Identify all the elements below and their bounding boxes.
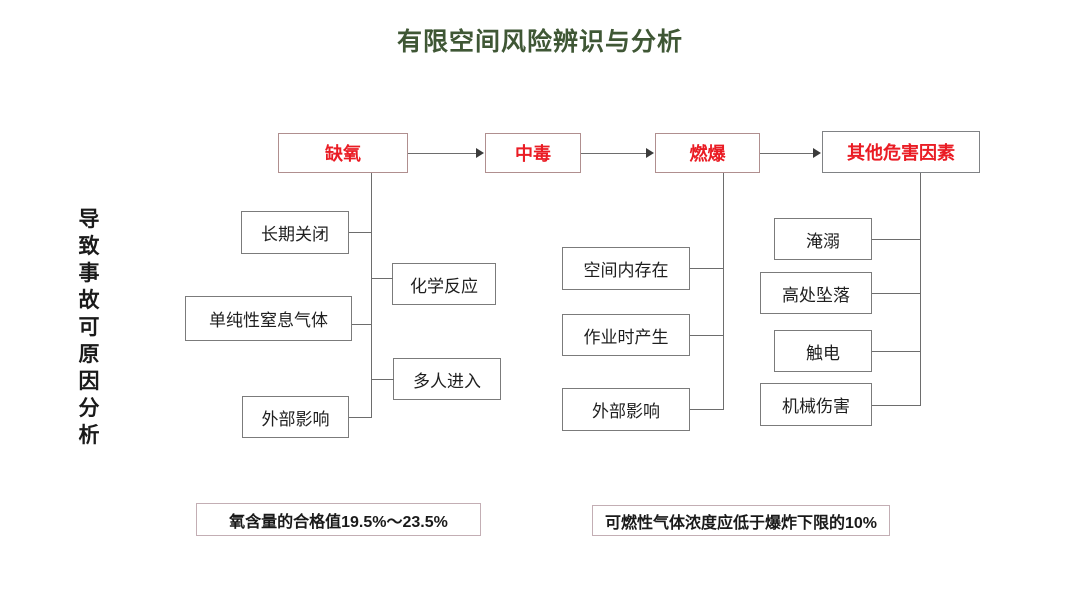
hazard-box-label: 燃爆 <box>689 144 726 164</box>
cause-box-label: 机械伤害 <box>782 397 850 416</box>
hazard-box-poisoning[interactable]: 中毒 <box>485 133 581 173</box>
side-label-char-4: 可 <box>78 316 100 339</box>
arrow-head-explosion-to-other <box>813 148 821 158</box>
cause-box-label: 高处坠落 <box>782 285 850 305</box>
hazard-box-other-hazards[interactable]: 其他危害因素 <box>822 131 980 173</box>
side-label-char-5: 原 <box>78 343 100 366</box>
side-label-char-0: 导 <box>78 208 100 231</box>
cause-box-simple-asphyxiant-gas[interactable]: 单纯性窒息气体 <box>185 296 352 341</box>
cause-box-label: 作业时产生 <box>583 327 669 347</box>
cause-box-label: 空间内存在 <box>583 261 669 280</box>
connector-chemical-reaction <box>371 278 393 279</box>
connector-simple-asphyxiant-gas <box>352 324 372 325</box>
cause-box-label: 淹溺 <box>806 231 840 251</box>
arrow-line-oxygen-to-poisoning <box>408 153 476 154</box>
cause-box-mechanical-injury[interactable]: 机械伤害 <box>760 383 872 426</box>
arrow-head-poisoning-to-explosion <box>646 148 654 158</box>
connector-external-influence-oxygen <box>349 417 372 418</box>
hazard-box-oxygen-deficiency[interactable]: 缺氧 <box>278 133 408 173</box>
cause-box-long-term-closure[interactable]: 长期关闭 <box>241 211 349 254</box>
hazard-box-label: 中毒 <box>515 144 551 164</box>
connector-fall-from-height <box>872 293 921 294</box>
side-label-char-1: 致 <box>78 235 100 258</box>
side-label-char-7: 分 <box>78 397 100 420</box>
connector-mechanical-injury <box>872 405 921 406</box>
side-label-char-3: 故 <box>78 289 100 312</box>
connector-long-term-closure <box>349 232 372 233</box>
connector-spine-other-hazards <box>920 173 921 406</box>
cause-box-label: 触电 <box>806 343 840 363</box>
cause-box-generated-during-work[interactable]: 作业时产生 <box>562 314 690 356</box>
hazard-box-explosion[interactable]: 燃爆 <box>655 133 760 173</box>
cause-box-label: 长期关闭 <box>261 225 329 244</box>
connector-electric-shock <box>872 351 921 352</box>
cause-box-fall-from-height[interactable]: 高处坠落 <box>760 272 872 314</box>
cause-box-label: 外部影响 <box>592 402 660 421</box>
arrow-line-poisoning-to-explosion <box>581 153 646 154</box>
connector-spine-poisoning <box>723 173 724 410</box>
arrow-line-explosion-to-other <box>760 153 813 154</box>
cause-box-label: 单纯性窒息气体 <box>209 311 328 330</box>
cause-box-label: 多人进入 <box>413 371 481 391</box>
cause-box-chemical-reaction[interactable]: 化学反应 <box>392 263 496 305</box>
cause-box-electric-shock[interactable]: 触电 <box>774 330 872 372</box>
arrow-head-oxygen-to-poisoning <box>476 148 484 158</box>
hazard-box-label: 其他危害因素 <box>847 143 955 163</box>
cause-box-multiple-people-entry[interactable]: 多人进入 <box>393 358 501 400</box>
page-title: 有限空间风险辨识与分析 <box>396 28 683 56</box>
cause-box-existing-in-space[interactable]: 空间内存在 <box>562 247 690 290</box>
cause-box-label: 外部影响 <box>261 409 330 429</box>
note-flammable-gas-limit: 可燃性气体浓度应低于爆炸下限的10% <box>592 505 890 536</box>
note-text: 可燃性气体浓度应低于爆炸下限的10% <box>604 514 878 532</box>
note-oxygen-content-range: 氧含量的合格值19.5%～23.5% <box>196 503 481 536</box>
cause-box-external-influence-oxygen[interactable]: 外部影响 <box>242 396 349 438</box>
note-text: 氧含量的合格值19.5%～23.5% <box>229 513 448 531</box>
connector-external-influence-poisoning <box>690 409 724 410</box>
connector-generated-during-work <box>690 335 724 336</box>
side-label-char-2: 事 <box>78 262 100 285</box>
side-label-char-6: 因 <box>78 370 100 393</box>
side-label-char-8: 析 <box>78 424 100 447</box>
connector-multiple-people-entry <box>371 379 394 380</box>
connector-existing-in-space <box>690 268 724 269</box>
hazard-box-label: 缺氧 <box>325 144 361 164</box>
cause-box-external-influence-poisoning[interactable]: 外部影响 <box>562 388 690 431</box>
connector-drowning <box>872 239 921 240</box>
side-label-vertical: 导 致 事 故 可 原 因 分 析 <box>72 206 106 449</box>
connector-spine-oxygen <box>371 173 372 417</box>
cause-box-drowning[interactable]: 淹溺 <box>774 218 872 260</box>
cause-box-label: 化学反应 <box>410 276 478 296</box>
